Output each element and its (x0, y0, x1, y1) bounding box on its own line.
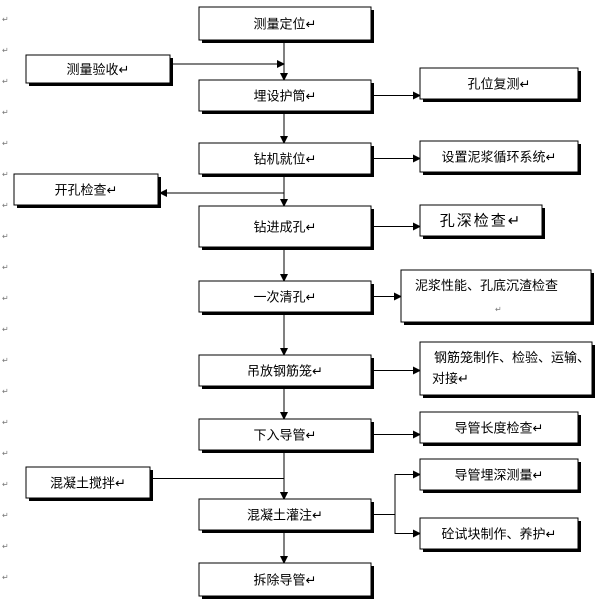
margin-paragraph-mark: ↵ (2, 480, 9, 489)
margin-paragraph-mark: ↵ (2, 77, 9, 86)
node-box (198, 142, 372, 175)
node-box (419, 140, 579, 173)
node-label-line2: 对接↵ (432, 371, 469, 387)
node-label: 导管长度检查↵ (455, 421, 544, 437)
node-box (198, 498, 372, 531)
node-label: 测量验收↵ (67, 62, 130, 78)
node-open-check: 开孔检查↵ (13, 173, 161, 208)
margin-paragraph-mark: ↵ (2, 294, 9, 303)
node-paragraph-mark: ↵ (495, 305, 502, 314)
node-label: 钻机就位↵ (254, 153, 317, 168)
node-box (198, 79, 372, 112)
node-box (198, 280, 372, 313)
node-label: 孔位复测↵ (468, 78, 531, 93)
node-label: 混凝土灌注↵ (247, 508, 323, 524)
node-box (400, 269, 592, 323)
node-box (25, 466, 151, 499)
margin-paragraph-mark: ↵ (2, 139, 9, 148)
node-measure-position: 测量定位↵ (198, 6, 374, 43)
node-drill-hole: 钻进成孔↵ (198, 205, 374, 250)
node-bury-casing: 埋设护筒↵ (198, 79, 374, 114)
node-specimen: 砼试块制作、养护↵ (419, 517, 581, 552)
margin-paragraph-mark: ↵ (2, 201, 9, 210)
node-concrete-pour: 混凝土灌注↵ (198, 498, 374, 533)
node-hole-recheck: 孔位复测↵ (419, 67, 581, 102)
margin-paragraph-mark: ↵ (2, 232, 9, 241)
node-pipe-lower: 下入导管↵ (198, 418, 374, 453)
margin-paragraph-mark: ↵ (2, 356, 9, 365)
node-label: 开孔检查↵ (55, 184, 118, 199)
node-label: 埋设护筒↵ (254, 89, 317, 105)
node-mud-cycle: 设置泥浆循环系统↵ (419, 140, 581, 175)
node-box (419, 341, 593, 396)
margin-paragraph-mark: ↵ (2, 15, 9, 24)
node-depth-check: 孔深检查↵ (419, 204, 545, 239)
node-label: 钻进成孔↵ (254, 221, 317, 236)
nodes-layer: 测量定位↵ 测量验收↵ 埋设护筒↵ 孔位复测↵ 钻机就位↵ 设置泥浆循环系统↵ 开孔检查↵ 钻… (13, 6, 595, 599)
node-pipe-len: 导管长度检查↵ (419, 411, 581, 446)
edge-concrete-pour-to-specimen (394, 514, 421, 538)
node-pipe-depth: 导管埋深测量↵ (419, 458, 581, 493)
node-box (198, 354, 372, 387)
node-label: 钢筋笼制作、检验、运输、 (434, 350, 590, 366)
node-label: 泥浆性能、孔底沉渣检查 (415, 278, 558, 294)
edges-layer (150, 40, 421, 564)
node-label: 导管埋深测量↵ (455, 469, 544, 484)
edge-concrete-pour-to-pipe-depth (371, 470, 421, 515)
node-box (198, 562, 372, 597)
node-label: 设置泥浆循环系统↵ (442, 151, 557, 166)
node-label: 拆除导管↵ (254, 574, 317, 589)
node-box (198, 418, 372, 451)
node-box (198, 6, 372, 41)
margin-paragraph-mark: ↵ (2, 542, 9, 551)
node-box (419, 67, 579, 100)
node-box (419, 517, 579, 550)
node-drill-in-place: 钻机就位↵ (198, 142, 374, 177)
node-box (419, 204, 543, 237)
margin-paragraph-mark: ↵ (2, 46, 9, 55)
node-cage-lower: 吊放钢筋笼↵ (198, 354, 374, 389)
node-first-clean: 一次清孔↵ (198, 280, 374, 315)
margin-paragraph-mark: ↵ (2, 511, 9, 520)
node-label: 砼试块制作、养护↵ (442, 527, 557, 543)
edge-concrete-mix-to-concrete-pour (150, 478, 288, 500)
margin-paragraph-mark: ↵ (2, 108, 9, 117)
node-measure-accept: 测量验收↵ (25, 54, 173, 86)
node-label: 孔深检查↵ (440, 212, 523, 230)
node-label: 吊放钢筋笼↵ (247, 364, 323, 380)
paragraph-marks: ↵ ↵ ↵ ↵ ↵ ↵ ↵ ↵ ↵ ↵ ↵ ↵ ↵ ↵ ↵ ↵ ↵ ↵ ↵ (2, 15, 9, 582)
margin-paragraph-mark: ↵ (2, 418, 9, 427)
margin-paragraph-mark: ↵ (2, 573, 9, 582)
node-box (25, 54, 171, 84)
node-remove-pipe: 拆除导管↵ (198, 562, 374, 599)
node-box (13, 173, 159, 206)
node-cage-make: 钢筋笼制作、检验、运输、对接↵ (419, 341, 595, 398)
margin-paragraph-mark: ↵ (2, 325, 9, 334)
node-concrete-mix: 混凝土搅拌↵ (25, 466, 153, 501)
node-label: 混凝土搅拌↵ (50, 476, 126, 492)
node-box (419, 458, 579, 491)
margin-paragraph-mark: ↵ (2, 387, 9, 396)
margin-paragraph-mark: ↵ (2, 170, 9, 179)
margin-paragraph-mark: ↵ (2, 263, 9, 272)
node-mud-check: 泥浆性能、孔底沉渣检查 ↵ (400, 269, 594, 325)
node-label: 下入导管↵ (254, 429, 317, 444)
node-box (419, 411, 579, 444)
margin-paragraph-mark: ↵ (2, 449, 9, 458)
node-label: 一次清孔↵ (254, 290, 317, 306)
node-box (198, 205, 372, 248)
node-label: 测量定位↵ (254, 18, 317, 33)
